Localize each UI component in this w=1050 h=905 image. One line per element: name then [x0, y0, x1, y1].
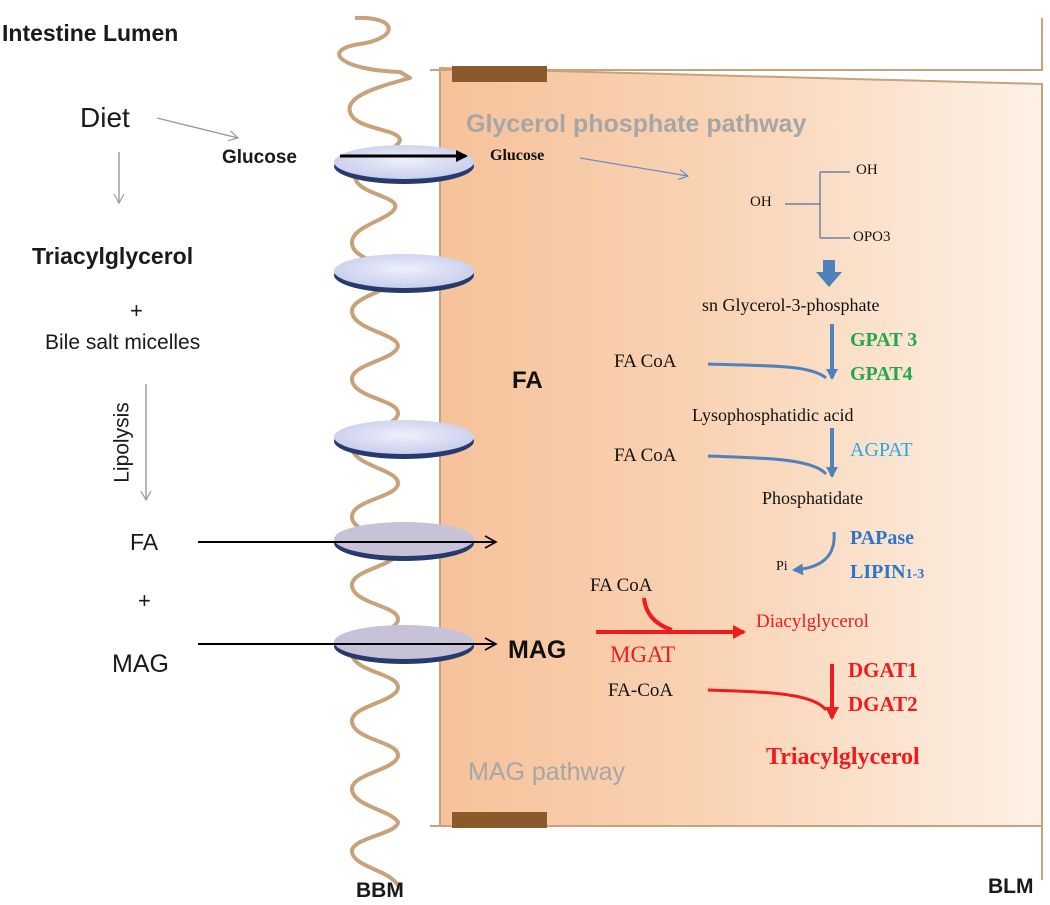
phosphatidate-label: Phosphatidate: [762, 488, 863, 508]
bbm-label: BBM: [356, 879, 404, 902]
glucose-to-glycerol-arrow: [579, 157, 690, 181]
oh-left-label: OH: [750, 194, 772, 210]
blm-label: BLM: [988, 875, 1034, 898]
glycerol-down-arrow: [816, 260, 842, 287]
fa-coa-label: FA CoA: [614, 445, 677, 466]
opo3-label: OPO3: [853, 229, 891, 245]
glycerol-phosphate-structure: [785, 171, 850, 239]
pi-label: Pi: [776, 559, 788, 574]
tight-junction-top: [452, 66, 547, 82]
diet-label: Diet: [80, 102, 130, 133]
glucose-cell-label: Glucose: [490, 147, 545, 164]
fa-coa-label: FA CoA: [614, 351, 677, 372]
fa-coa-label: FA CoA: [590, 575, 653, 596]
diet-to-glucose-arrow: [156, 117, 240, 142]
lipin-name: LIPIN: [850, 561, 906, 583]
fa-lumen-label: FA: [130, 529, 159, 555]
gpat3-enzyme: GPAT 3: [850, 329, 918, 351]
lipolysis-label: Lipolysis: [110, 402, 134, 483]
lysophosphatidic-acid-label: Lysophosphatidic acid: [692, 405, 854, 425]
oh-top-label: OH: [856, 162, 878, 178]
fa-coa-agpat-arrow: [707, 454, 828, 476]
glycerol-phosphate-pathway-title: Glycerol phosphate pathway: [466, 110, 807, 138]
membrane-transporter: [334, 254, 474, 293]
gpat4-enzyme: GPAT4: [850, 363, 913, 385]
fa-coa-gpat-arrow: [707, 362, 827, 380]
glucose-transporter: [334, 145, 474, 184]
triacylglycerol-cell-label: Triacylglycerol: [766, 744, 920, 770]
sn-glycerol-3-phosphate-label: sn Glycerol-3-phosphate: [702, 295, 880, 315]
fa-cell-label: FA: [512, 367, 543, 394]
bile-salt-micelles-label: Bile salt micelles: [45, 331, 201, 354]
tight-junction-bottom: [452, 812, 547, 828]
dgat1-enzyme: DGAT1: [848, 658, 918, 682]
papase-enzyme: PAPase: [850, 527, 915, 549]
agpat-enzyme: AGPAT: [850, 439, 913, 461]
mag-lumen-label: MAG: [112, 650, 169, 678]
enterocyte-cell: [439, 66, 1043, 827]
mag-transporter: [334, 625, 474, 664]
diacylglycerol-label: Diacylglycerol: [756, 611, 869, 632]
plus-sign: +: [130, 298, 143, 323]
triacylglycerol-lumen-label: Triacylglycerol: [32, 243, 194, 269]
lipin-subscript: 1-3: [905, 567, 925, 582]
mag-cell-label: MAG: [508, 636, 567, 664]
cell-top-boundary: [430, 18, 1043, 71]
cell-bottom-boundary: [430, 825, 1043, 880]
lipin-enzyme: LIPIN1-3: [850, 562, 924, 582]
fa-coa-mgat-arrow: [642, 597, 673, 632]
fa-coa-label: FA-CoA: [608, 680, 674, 701]
mag-pathway-title: MAG pathway: [468, 758, 626, 786]
membrane-transporter: [334, 420, 474, 459]
papase-flow-arrow: [792, 531, 836, 576]
dgat2-enzyme: DGAT2: [848, 692, 918, 716]
fa-coa-dgat-arrow: [707, 688, 828, 712]
mgat-enzyme: MGAT: [610, 642, 676, 667]
intestine-lumen-label: Intestine Lumen: [2, 20, 179, 46]
glucose-lumen-label: Glucose: [222, 147, 297, 168]
plus-sign: +: [138, 588, 151, 613]
